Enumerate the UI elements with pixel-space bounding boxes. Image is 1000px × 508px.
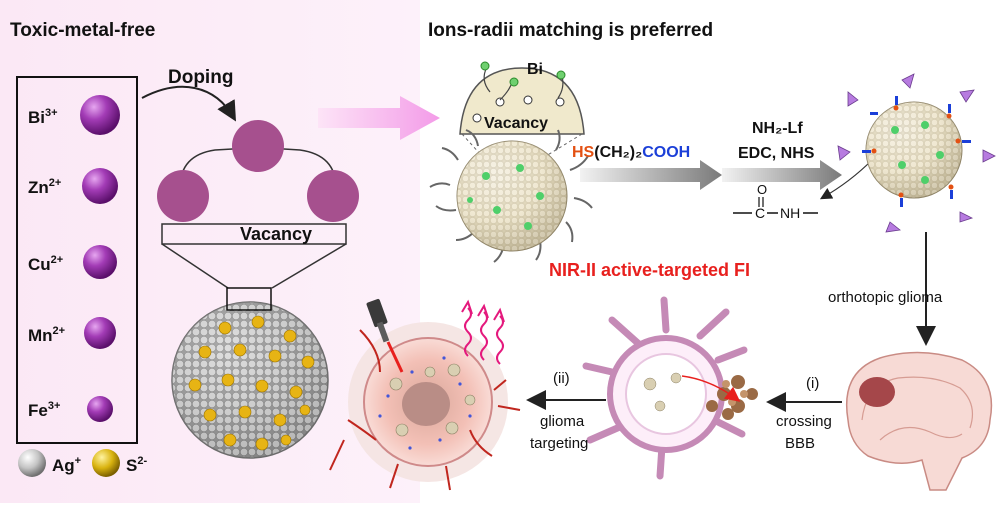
step-i-tag: (i)	[806, 375, 819, 392]
bi-vacancy-dome: Bi Vacancy	[459, 61, 585, 157]
ion-mn: Mn2+	[28, 317, 116, 349]
glioma-cell	[329, 322, 521, 491]
svg-text:Bi3+: Bi3+	[28, 107, 58, 127]
vacancy-label-left: Vacancy	[240, 224, 312, 244]
vacancy-circle-right	[307, 170, 359, 222]
svg-text:C: C	[755, 205, 765, 221]
element-legend: Ag+ S2-	[18, 449, 147, 477]
ion-fe: Fe3+	[28, 396, 113, 422]
step-ii-line2: targeting	[530, 435, 588, 452]
ion-sphere-cu	[83, 245, 117, 279]
glioma-tumor	[859, 377, 895, 407]
laser-probe	[366, 298, 404, 373]
doped-nanocrystal	[429, 129, 593, 263]
step-ii-tag: (ii)	[553, 370, 570, 387]
s-legend-sphere	[92, 449, 120, 477]
bi-label: Bi	[527, 61, 543, 78]
ion-zn: Zn2+	[28, 168, 118, 204]
svg-text:O: O	[757, 182, 767, 197]
ag-legend-sphere	[18, 449, 46, 477]
zoom-box	[226, 287, 272, 311]
ion-list-box	[16, 76, 138, 444]
ion-sphere-bi	[80, 95, 120, 135]
vacancy-schematic: Vacancy	[157, 120, 359, 289]
step-i-line2: BBB	[785, 435, 815, 452]
vacancy-circle-left	[157, 170, 209, 222]
amide-structure: O C NH	[733, 182, 818, 221]
vacancy-circle-top	[232, 120, 284, 172]
svg-text:Cu2+: Cu2+	[28, 254, 63, 274]
vacancy-label-right: Vacancy	[484, 115, 548, 132]
svg-text:NH: NH	[780, 205, 800, 221]
doping-label: Doping	[168, 67, 233, 88]
ion-bi: Bi3+	[28, 95, 120, 135]
svg-text:Fe3+: Fe3+	[28, 400, 60, 420]
svg-text:Zn2+: Zn2+	[28, 177, 61, 197]
svg-text:S2-: S2-	[126, 455, 147, 475]
reagent-label: HS(CH₂)₂COOH	[572, 144, 690, 161]
brain-image	[845, 351, 993, 491]
svg-text:Ag+: Ag+	[52, 455, 81, 475]
reagent2-line2: EDC, NHS	[738, 145, 815, 162]
left-panel-title: Toxic-metal-free	[10, 20, 155, 41]
doping-arrow	[141, 85, 236, 122]
transfer-arrow	[318, 96, 440, 140]
ion-cu: Cu2+	[28, 245, 117, 279]
nir-emission-waves	[461, 299, 505, 365]
ion-sphere-mn	[84, 317, 116, 349]
ion-sphere-zn	[82, 168, 118, 204]
step-i-line1: crossing	[776, 413, 832, 430]
functionalized-nanocrystal	[837, 73, 996, 233]
step-ii-line1: glioma	[540, 413, 585, 430]
nir-fi-title: NIR-II active-targeted FI	[549, 260, 750, 280]
orthotopic-label: orthotopic glioma	[828, 289, 943, 306]
svg-text:Mn2+: Mn2+	[28, 325, 65, 345]
reagent-arrow-1	[580, 160, 722, 190]
right-panel-title: Ions-radii matching is preferred	[428, 20, 713, 41]
cell-nucleus	[402, 382, 450, 426]
bbb-vessel	[582, 296, 758, 480]
reagent-arrow-2	[722, 160, 842, 190]
ion-sphere-fe	[87, 396, 113, 422]
ag2s-nanocrystal	[171, 287, 329, 459]
reagent2-line1: NH₂-Lf	[752, 120, 803, 137]
